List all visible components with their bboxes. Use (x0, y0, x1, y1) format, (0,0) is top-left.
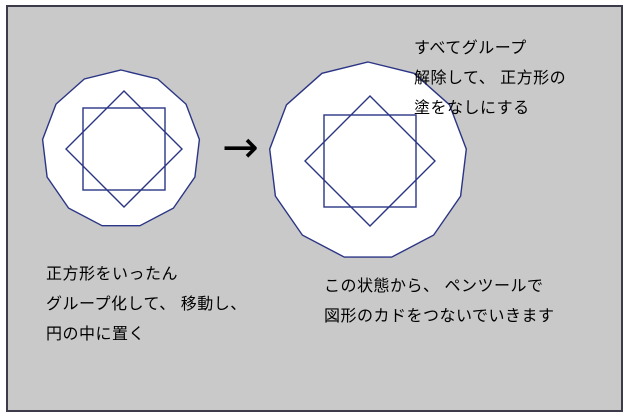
annotation-line: 図形のカドをつないでいきます (324, 308, 555, 325)
annotation-bottom-left: 正方形をいったん グループ化して、 移動し、 円の中に置く (46, 260, 247, 350)
right-diamond (304, 95, 436, 227)
annotation-line: グループ化して、 移動し、 (46, 296, 247, 313)
annotation-line: この状態から、 ペンツールで (324, 278, 544, 295)
right-square (323, 114, 417, 208)
annotation-line: 正方形をいったん (46, 266, 179, 283)
right-arrow-glyph: → (222, 122, 259, 173)
right-circle-polygon (268, 61, 468, 258)
left-diamond (65, 90, 183, 208)
annotation-bottom-right: この状態から、 ペンツールで 図形のカドをつないでいきます (324, 272, 555, 332)
annotation-line: 解除して、 正方形の (414, 70, 567, 87)
left-circle-polygon (41, 69, 201, 227)
annotation-top-right: すべてグループ 解除して、 正方形の 塗をなしにする (414, 34, 566, 124)
annotation-line: 円の中に置く (46, 326, 146, 343)
left-square (82, 107, 166, 191)
annotation-line: 塗をなしにする (414, 100, 530, 117)
annotation-line: すべてグループ (414, 40, 527, 57)
